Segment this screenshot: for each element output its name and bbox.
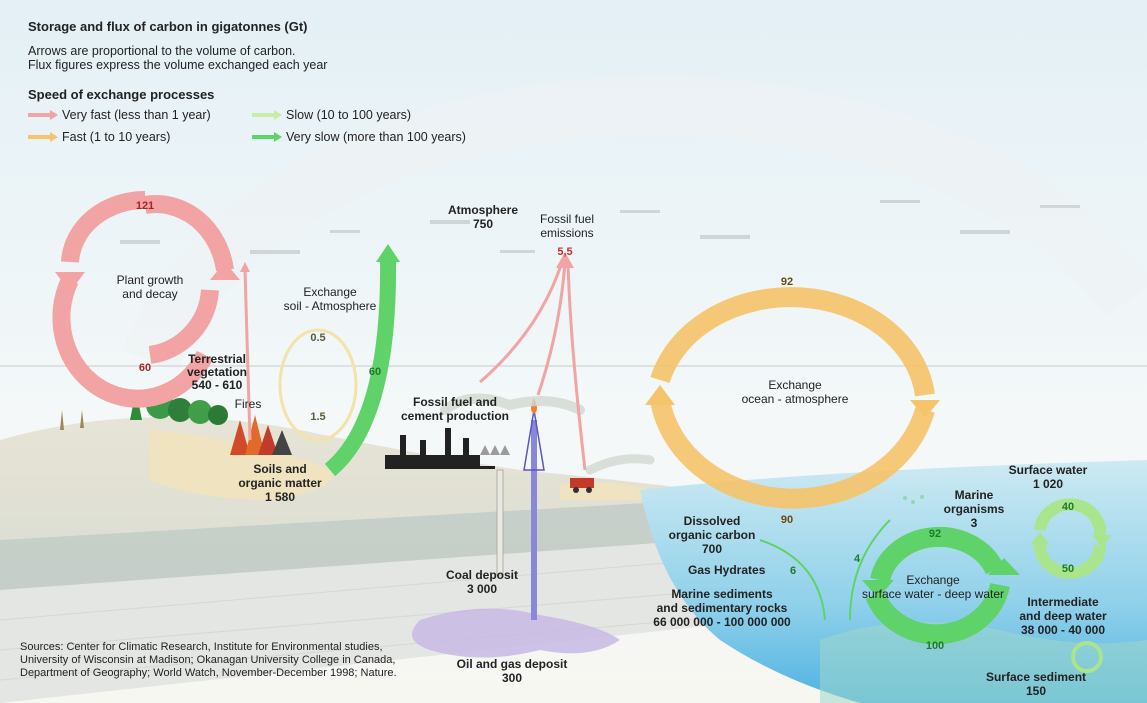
legend-arrow-very-slow <box>252 132 282 142</box>
sources-note: Sources: Center for Climatic Research, I… <box>20 641 397 679</box>
exchange-soil-label-1: Exchange <box>303 285 357 299</box>
soil-patch <box>150 430 332 500</box>
chart-title: Storage and flux of carbon in gigatonnes… <box>28 19 308 34</box>
stratum-rock <box>0 500 700 590</box>
legend-arrow-very-fast <box>28 110 58 120</box>
flux-ocean-top: 92 <box>780 276 794 288</box>
atmosphere-value: 750 <box>472 217 494 231</box>
marine-sediments-label-2: and sedimentary rocks <box>656 601 788 615</box>
intermediate-label-1: Intermediate <box>1027 595 1099 609</box>
surface-cycle-arrows <box>1034 498 1107 579</box>
clouds <box>120 200 1080 254</box>
soil-green-arrow <box>324 244 400 477</box>
soils-value: 1 580 <box>264 490 296 504</box>
terrestrial-label-1: Terrestrial <box>188 352 246 366</box>
gas-hydrates-value: 6 <box>789 565 797 577</box>
coal-shaft <box>496 469 504 576</box>
ocean-cycle-arrows <box>650 287 935 509</box>
legend-arrow-fast <box>28 132 58 142</box>
legend-label-fast: Fast (1 to 10 years) <box>62 130 171 144</box>
surface-sediment-value: 150 <box>1025 684 1047 698</box>
surface-water-label: Surface water <box>1008 463 1088 477</box>
surface-sediment-label: Surface sediment <box>985 670 1087 684</box>
dissolved-value: 700 <box>701 542 723 556</box>
exchange-soil-label-2: soil - Atmosphere <box>283 299 377 313</box>
fossil-emissions-value: 5,5 <box>557 246 573 258</box>
marine-organisms-label-1: Marine <box>954 488 994 502</box>
fires-label: Fires <box>234 397 262 411</box>
flux-deep-left: 4 <box>853 553 861 565</box>
fossil-production-label-2: cement production <box>400 409 510 423</box>
soils-label-2: organic matter <box>238 476 322 490</box>
car-icon <box>570 478 594 493</box>
exchange-deep-label-1: Exchange <box>906 573 960 587</box>
plant-growth-label-2: and decay <box>122 287 178 301</box>
plant-cycle-arrows <box>52 190 240 408</box>
fossil-emissions-label-1: Fossil fuel <box>539 212 595 226</box>
flux-plant-bottom: 60 <box>138 362 152 374</box>
subtitle-line2: Flux figures express the volume exchange… <box>28 58 328 72</box>
fossil-emissions-label-2: emissions <box>540 226 594 240</box>
fire-icon <box>230 415 292 455</box>
marine-sediments-value: 66 000 000 - 100 000 000 <box>653 615 791 629</box>
exchange-ocean-label-1: Exchange <box>768 378 822 392</box>
soils-label-1: Soils and <box>253 462 307 476</box>
dissolved-label-1: Dissolved <box>683 514 741 528</box>
oil-gas-deposit <box>412 608 620 658</box>
marine-sediments-label-1: Marine sediments <box>671 587 773 601</box>
flux-soil-top: 0.5 <box>310 332 326 344</box>
fish-icon <box>903 495 924 504</box>
terrestrial-value: 540 - 610 <box>191 378 243 392</box>
legend-label-very-slow: Very slow (more than 100 years) <box>286 130 466 144</box>
legend-label-slow: Slow (10 to 100 years) <box>286 108 412 122</box>
fossil-emission-arrows <box>479 261 587 471</box>
flux-deep-top: 92 <box>928 528 942 540</box>
oil-gas-label: Oil and gas deposit <box>456 657 568 671</box>
sky-arc <box>121 75 1147 371</box>
surface-water-value: 1 020 <box>1032 477 1064 491</box>
intermediate-value: 38 000 - 40 000 <box>1020 623 1106 637</box>
plant-growth-label-1: Plant growth <box>116 273 184 287</box>
flux-surface-bottom: 50 <box>1061 563 1075 575</box>
factory-icon <box>385 428 495 469</box>
dissolved-label-2: organic carbon <box>668 528 756 542</box>
legend-title: Speed of exchange processes <box>28 87 215 102</box>
flux-plant-top: 121 <box>135 200 155 212</box>
exchange-ocean-label-2: ocean - atmosphere <box>741 392 849 406</box>
strata-lines <box>0 559 741 681</box>
marine-organisms-value: 3 <box>970 516 978 530</box>
stratum-deep <box>0 540 760 703</box>
flux-soil-bottom: 1.5 <box>310 411 326 423</box>
flux-surface-top: 40 <box>1061 501 1075 513</box>
marine-organisms-label-2: organisms <box>943 502 1005 516</box>
sediment-loop <box>1071 641 1103 673</box>
deep-water <box>820 622 1147 703</box>
exchange-deep-label-2: surface water - deep water <box>861 587 1005 601</box>
legend-arrow-slow <box>252 110 282 120</box>
soil-exchange-loop <box>278 328 358 442</box>
legend-label-very-fast: Very fast (less than 1 year) <box>62 108 211 122</box>
flux-deep-bottom: 100 <box>925 640 945 652</box>
atmosphere-label: Atmosphere <box>447 203 519 217</box>
intermediate-label-2: and deep water <box>1019 609 1107 623</box>
subtitle-line1: Arrows are proportional to the volume of… <box>28 44 296 58</box>
deep-cycle-arrows <box>865 526 1010 645</box>
oil-gas-value: 300 <box>501 671 523 685</box>
gas-hydrates-label: Gas Hydrates <box>688 563 766 577</box>
flux-ocean-bottom: 90 <box>780 514 794 526</box>
terrestrial-label-2: vegetation <box>186 365 248 379</box>
coal-value: 3 000 <box>466 582 498 596</box>
fossil-production-label-1: Fossil fuel and <box>412 395 498 409</box>
flux-soil-green: 60 <box>368 366 382 378</box>
coal-label: Coal deposit <box>445 568 519 582</box>
